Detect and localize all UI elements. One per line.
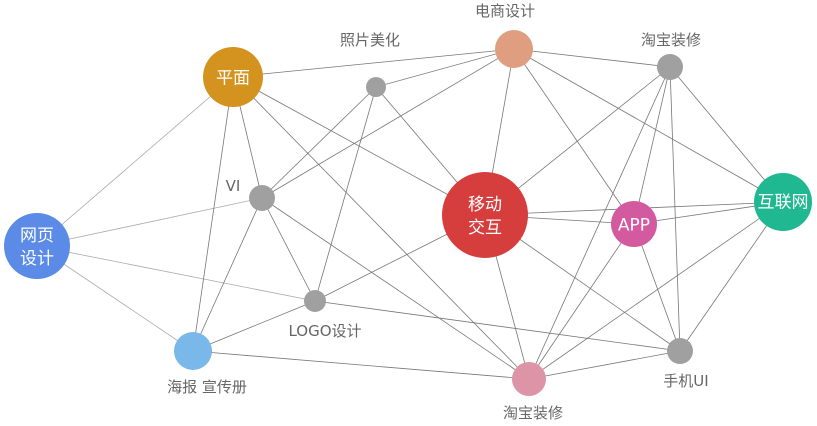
edge-logo-poster xyxy=(192,300,316,352)
edge-ecom-internet xyxy=(513,48,784,203)
node-logo[interactable]: LOGO设计 xyxy=(288,290,362,340)
node-circle[interactable] xyxy=(442,172,528,258)
edge-taobao_top-internet xyxy=(669,66,784,203)
node-label: 互联网 xyxy=(758,193,809,213)
node-label: 海报 宣传册 xyxy=(167,378,247,396)
edge-web-logo xyxy=(36,245,316,302)
edge-photo-ecom xyxy=(375,48,515,88)
edge-taobao_top-taobao_bottom xyxy=(528,66,671,380)
node-circle[interactable] xyxy=(249,185,275,211)
edge-logo-phone_ui xyxy=(314,300,681,352)
edge-photo-vi xyxy=(261,86,377,199)
node-label: 淘宝装修 xyxy=(503,404,563,422)
edge-flat-poster xyxy=(192,76,234,352)
node-circle[interactable] xyxy=(611,201,657,247)
node-label: LOGO设计 xyxy=(288,322,361,340)
node-label: 手机UI xyxy=(663,372,708,390)
node-circle[interactable] xyxy=(495,30,533,68)
node-circle[interactable] xyxy=(174,332,212,370)
node-circle[interactable] xyxy=(366,77,386,97)
edge-vi-logo xyxy=(261,197,316,302)
node-label: 淘宝装修 xyxy=(641,31,701,49)
node-circle[interactable] xyxy=(657,54,683,80)
edges-layer xyxy=(36,48,784,380)
edge-photo-logo xyxy=(314,86,377,302)
node-label: VI xyxy=(226,177,241,195)
node-label: 设计 xyxy=(20,249,54,269)
node-circle[interactable] xyxy=(667,338,693,364)
edge-web-flat xyxy=(36,76,234,247)
edge-ecom-taobao_top xyxy=(513,48,671,68)
node-circle[interactable] xyxy=(754,173,812,231)
node-ecom[interactable]: 电商设计 xyxy=(475,2,535,68)
node-poster[interactable]: 海报 宣传册 xyxy=(167,332,247,396)
node-circle[interactable] xyxy=(203,47,263,107)
node-label: 交互 xyxy=(468,218,502,238)
node-circle[interactable] xyxy=(304,290,326,312)
edge-web-vi xyxy=(36,197,263,247)
node-phone_ui[interactable]: 手机UI xyxy=(663,338,709,390)
edge-ecom-app xyxy=(513,48,635,225)
edge-phone_ui-taobao_bottom xyxy=(528,350,681,380)
node-label: 移动 xyxy=(468,195,502,215)
node-internet[interactable]: 互联网 xyxy=(754,173,812,231)
edge-vi-ecom xyxy=(261,48,515,199)
edge-flat-ecom xyxy=(232,48,515,78)
edge-taobao_top-app xyxy=(633,66,671,225)
node-label: APP xyxy=(618,215,650,235)
edge-taobao_top-phone_ui xyxy=(669,66,681,352)
node-vi[interactable]: VI xyxy=(226,177,275,211)
node-label: 平面 xyxy=(216,68,250,88)
edge-poster-taobao_bottom xyxy=(192,350,530,380)
node-app[interactable]: APP xyxy=(611,201,657,247)
edge-app-taobao_bottom xyxy=(528,223,635,380)
node-label: 照片美化 xyxy=(340,31,400,49)
node-label: 网页 xyxy=(20,226,54,246)
edge-internet-phone_ui xyxy=(679,201,784,352)
node-taobao_bottom[interactable]: 淘宝装修 xyxy=(503,362,563,422)
edge-internet-taobao_bottom xyxy=(528,201,784,380)
edge-flat-taobao_bottom xyxy=(232,76,530,380)
edge-vi-taobao_bottom xyxy=(261,197,530,380)
node-flat[interactable]: 平面 xyxy=(203,47,263,107)
edge-vi-poster xyxy=(192,197,263,352)
node-photo[interactable]: 照片美化 xyxy=(340,31,400,97)
node-circle[interactable] xyxy=(4,213,70,279)
node-circle[interactable] xyxy=(512,362,546,396)
node-label: 电商设计 xyxy=(475,2,535,20)
node-taobao_top[interactable]: 淘宝装修 xyxy=(641,31,701,80)
